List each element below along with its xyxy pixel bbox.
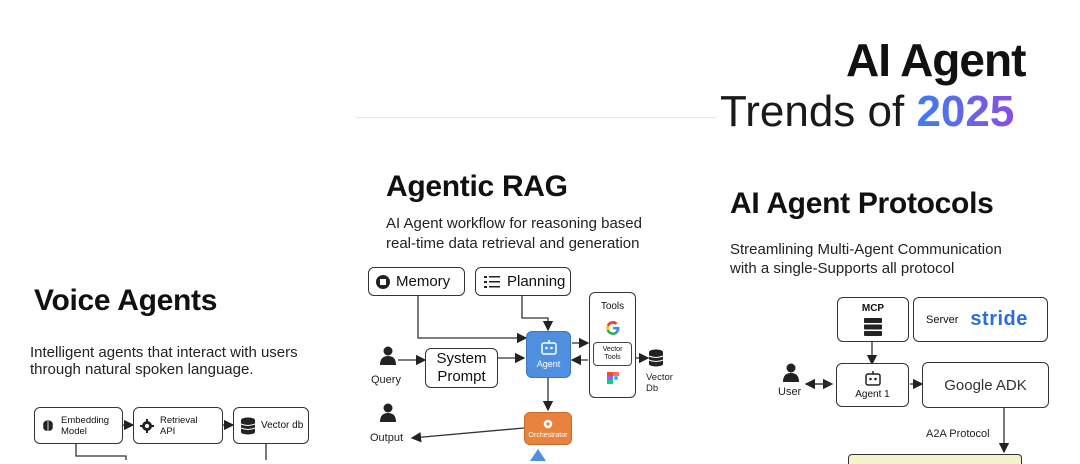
vector-db-label: Vector db bbox=[261, 420, 304, 431]
planning-label: Planning bbox=[507, 273, 566, 290]
protocols-desc-2: with a single-Supports all protocol bbox=[730, 260, 955, 277]
settings-icon bbox=[542, 418, 554, 430]
server-stack-icon bbox=[864, 318, 882, 336]
memory-label: Memory bbox=[396, 273, 451, 290]
agentic-rag-desc-1: AI Agent workflow for reasoning based bbox=[386, 215, 642, 232]
page-title: AI Agent bbox=[846, 34, 1026, 86]
server-box: Server stride bbox=[913, 297, 1048, 342]
google-adk-label: Google ADK bbox=[944, 376, 1027, 394]
memory-to-agent bbox=[417, 296, 528, 344]
a2a-protocol-box bbox=[848, 454, 1022, 464]
query-user-icon bbox=[379, 346, 397, 366]
agentic-rag-title: Agentic RAG bbox=[386, 170, 568, 203]
system-prompt-box: System Prompt bbox=[425, 348, 498, 388]
retrieval-label-1: Retrieval bbox=[160, 414, 198, 426]
server-label: Server bbox=[926, 313, 959, 326]
voice-line-down bbox=[75, 444, 127, 460]
vector-tools-label-2: Tools bbox=[604, 354, 621, 361]
orchestrator-to-output bbox=[410, 427, 525, 443]
planning-to-agent bbox=[521, 296, 554, 332]
figma-icon bbox=[606, 372, 619, 384]
agent-box: Agent bbox=[526, 331, 571, 378]
google-adk-box: Google ADK bbox=[922, 362, 1049, 408]
checklist-icon bbox=[484, 275, 500, 289]
orchestrator-label: Orchestrator bbox=[528, 432, 568, 439]
vector-db-caption-2: Db bbox=[646, 383, 659, 394]
a2a-protocol-label: A2A Protocol bbox=[926, 428, 990, 440]
planning-box: Planning bbox=[475, 267, 571, 296]
query-label: Query bbox=[371, 374, 401, 386]
agent-label: Agent bbox=[536, 359, 561, 369]
mcp-box: MCP bbox=[837, 297, 909, 342]
memory-chip-icon bbox=[375, 274, 391, 290]
vector-tools-box: Vector Tools bbox=[593, 342, 632, 366]
protocols-title: AI Agent Protocols bbox=[730, 187, 994, 220]
page-subtitle: Trends of 2025 bbox=[720, 86, 1014, 138]
robot-icon bbox=[540, 340, 558, 356]
stride-logo: stride bbox=[970, 308, 1028, 330]
google-icon bbox=[605, 320, 621, 336]
robot-icon bbox=[864, 370, 882, 387]
vector-db-caption: Vector Db bbox=[646, 372, 673, 394]
vector-db-icon bbox=[648, 349, 664, 367]
top-divider bbox=[356, 117, 716, 118]
voice-agents-desc-1: Intelligent agents that interact with us… bbox=[30, 344, 298, 361]
agentic-rag-desc-2: real-time data retrieval and generation bbox=[386, 235, 640, 252]
output-user-icon bbox=[379, 403, 397, 423]
system-prompt-label-2: Prompt bbox=[437, 368, 486, 385]
mcp-label: MCP bbox=[861, 303, 885, 314]
settings-icon bbox=[140, 418, 154, 433]
retrieval-label-2: API bbox=[160, 425, 176, 437]
vector-db-caption-1: Vector bbox=[646, 372, 673, 383]
memory-box: Memory bbox=[368, 267, 465, 296]
protocols-desc-1: Streamlining Multi-Agent Communication bbox=[730, 241, 1002, 258]
voice-agents-desc-2: through natural spoken language. bbox=[30, 361, 254, 378]
database-icon bbox=[240, 417, 256, 435]
agent1-label: Agent 1 bbox=[855, 388, 890, 400]
tools-label: Tools bbox=[600, 301, 625, 312]
embedding-label-2: Model bbox=[61, 425, 87, 437]
vector-db-box: Vector db bbox=[233, 407, 309, 444]
subtitle-prefix: Trends of bbox=[720, 87, 917, 136]
orchestrator-box: Orchestrator bbox=[524, 412, 572, 445]
subtitle-year: 2025 bbox=[916, 87, 1015, 136]
tools-box: Tools Vector Tools bbox=[589, 292, 636, 398]
system-prompt-label-1: System bbox=[436, 350, 487, 367]
voice-agents-title: Voice Agents bbox=[34, 284, 218, 317]
embedding-label-1: Embedding bbox=[61, 414, 110, 426]
arrow-up-icon bbox=[530, 449, 546, 461]
vector-tools-label-1: Vector bbox=[602, 346, 623, 353]
user-icon bbox=[782, 363, 800, 383]
brain-icon bbox=[41, 419, 55, 433]
agent1-box: Agent 1 bbox=[836, 363, 909, 407]
user-label: User bbox=[778, 386, 802, 398]
output-label: Output bbox=[370, 432, 404, 444]
